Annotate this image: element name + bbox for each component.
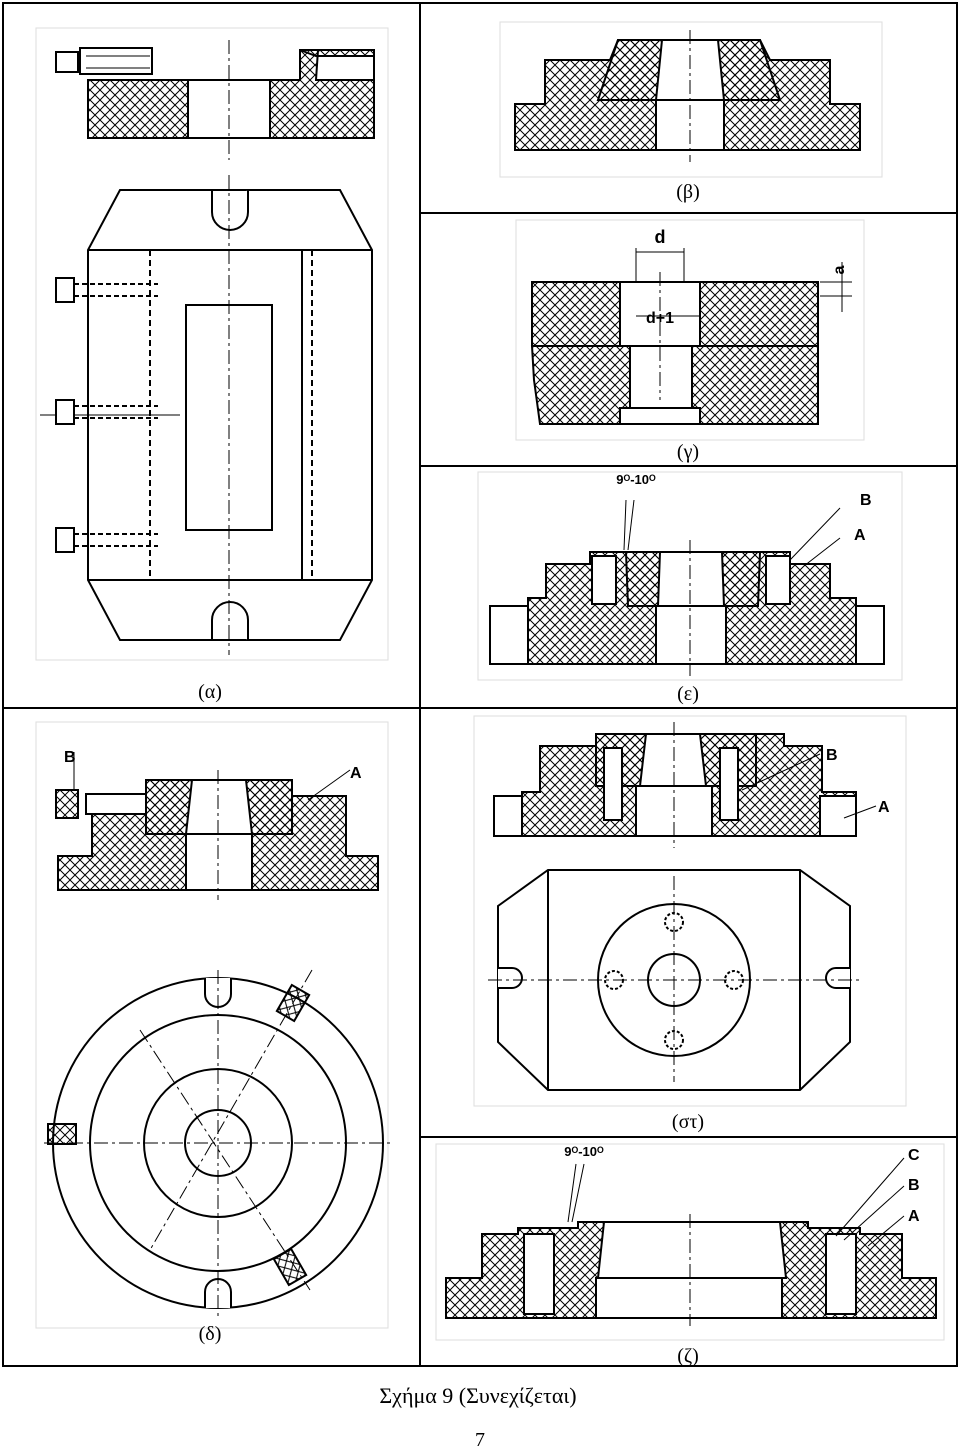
caption-epsilon: (ε) xyxy=(677,683,699,705)
diagram-gamma xyxy=(515,219,865,441)
diagram-epsilon xyxy=(477,471,903,681)
figure-caption: Σχήμα 9 (Συνεχίζεται) xyxy=(379,1383,576,1408)
zeta-label-b: B xyxy=(908,1177,920,1194)
gamma-dim-d1: d+1 xyxy=(646,310,674,327)
gamma-dim-a: a xyxy=(831,265,848,274)
st-label-a: A xyxy=(878,799,890,816)
diagram-zeta xyxy=(435,1143,945,1341)
delta-label-a: A xyxy=(350,765,362,782)
diagram-st xyxy=(473,715,907,1107)
caption-beta: (β) xyxy=(676,181,700,203)
panel-grid xyxy=(2,2,958,1367)
diagram-alpha xyxy=(35,27,389,661)
caption-gamma: (γ) xyxy=(677,441,699,463)
caption-delta: (δ) xyxy=(199,1323,222,1345)
page-number: 7 xyxy=(475,1429,485,1451)
zeta-angle: 9ᴼ-10ᴼ xyxy=(564,1144,604,1159)
diagram-beta xyxy=(499,21,883,178)
diagram-delta xyxy=(35,721,392,1329)
gamma-dim-d: d xyxy=(655,227,666,247)
epsilon-angle: 9ᴼ-10ᴼ xyxy=(616,472,656,487)
caption-zeta: (ζ) xyxy=(677,1345,699,1367)
zeta-label-c: C xyxy=(908,1147,920,1164)
epsilon-label-a: A xyxy=(854,527,866,544)
caption-alpha: (α) xyxy=(198,681,222,703)
delta-label-b: B xyxy=(64,749,76,766)
caption-st: (στ) xyxy=(672,1111,704,1133)
epsilon-label-b: B xyxy=(860,492,872,509)
zeta-label-a: A xyxy=(908,1208,920,1225)
st-label-b: B xyxy=(826,747,838,764)
